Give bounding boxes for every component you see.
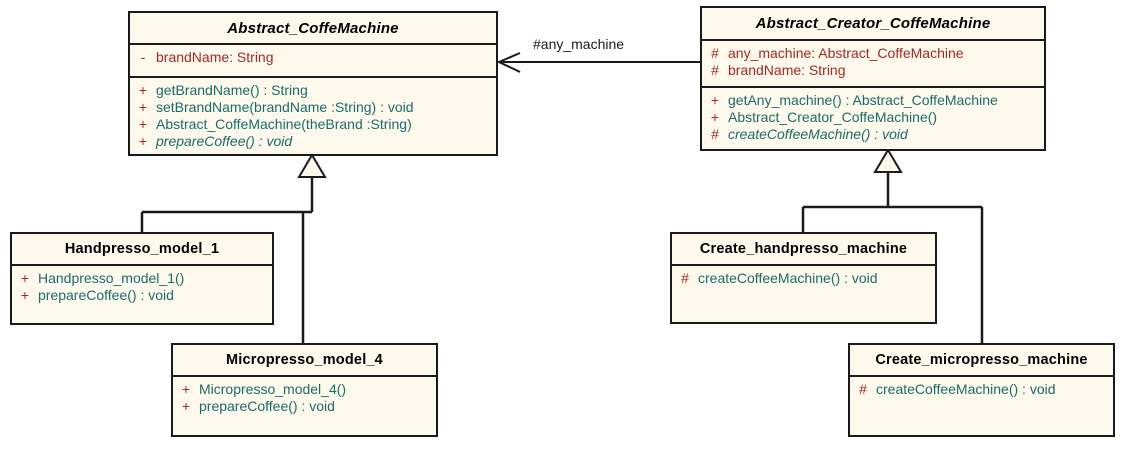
visibility-marker: + xyxy=(710,109,720,125)
methods-compartment-abstract-coffemachine: + getBrandName() : String + setBrandName… xyxy=(130,78,496,154)
method-row: + Handpresso_model_1() xyxy=(12,270,272,287)
method-row: + Micropresso_model_4() xyxy=(173,381,436,398)
attribute-text: any_machine: Abstract_CoffeMachine xyxy=(728,45,964,61)
method-row: # createCoffeeMachine() : void xyxy=(672,270,935,287)
methods-compartment-create-micropresso-machine: # createCoffeeMachine() : void xyxy=(850,377,1113,402)
class-box-micropresso-model-4[interactable]: Micropresso_model_4 + Micropresso_model_… xyxy=(171,343,438,437)
class-box-create-micropresso-machine[interactable]: Create_micropresso_machine # createCoffe… xyxy=(848,343,1115,437)
method-row: + getBrandName() : String xyxy=(130,82,496,99)
method-text: createCoffeeMachine() : void xyxy=(698,270,878,286)
method-row: + getAny_machine() : Abstract_CoffeMachi… xyxy=(702,92,1044,109)
attribute-row: - brandName: String xyxy=(130,49,496,66)
method-text: prepareCoffee() : void xyxy=(156,133,293,149)
class-box-handpresso-model-1[interactable]: Handpresso_model_1 + Handpresso_model_1(… xyxy=(10,232,274,325)
methods-compartment-handpresso-model-1: + Handpresso_model_1() + prepareCoffee()… xyxy=(12,266,272,308)
methods-compartment-abstract-creator-coffemachine: + getAny_machine() : Abstract_CoffeMachi… xyxy=(702,88,1044,147)
method-text: getAny_machine() : Abstract_CoffeMachine xyxy=(728,92,998,108)
attribute-row: # brandName: String xyxy=(702,62,1044,79)
visibility-marker: # xyxy=(681,270,689,286)
method-row: # createCoffeeMachine() : void xyxy=(702,126,1044,143)
class-box-abstract-creator-coffemachine[interactable]: Abstract_Creator_CoffeMachine # any_mach… xyxy=(700,6,1046,151)
visibility-marker: + xyxy=(181,398,191,414)
method-text: Abstract_Creator_CoffeMachine() xyxy=(728,109,938,125)
class-name-abstract-creator-coffemachine: Abstract_Creator_CoffeMachine xyxy=(702,8,1044,41)
method-text: prepareCoffee() : void xyxy=(38,287,174,303)
class-name-micropresso-model-4: Micropresso_model_4 xyxy=(173,345,436,377)
method-row: + prepareCoffee() : void xyxy=(12,287,272,304)
method-row: # createCoffeeMachine() : void xyxy=(850,381,1113,398)
class-name-create-handpresso-machine: Create_handpresso_machine xyxy=(672,234,935,266)
visibility-marker: - xyxy=(140,49,146,65)
method-text: Micropresso_model_4() xyxy=(199,381,347,397)
visibility-marker: + xyxy=(138,82,148,98)
method-text: prepareCoffee() : void xyxy=(199,398,335,414)
methods-compartment-micropresso-model-4: + Micropresso_model_4() + prepareCoffee(… xyxy=(173,377,436,419)
association-label-any-machine: #any_machine xyxy=(533,36,625,52)
method-text: Abstract_CoffeMachine(theBrand :String) xyxy=(156,116,412,132)
visibility-marker: # xyxy=(711,126,719,142)
class-box-abstract-coffemachine[interactable]: Abstract_CoffeMachine - brandName: Strin… xyxy=(128,11,498,156)
method-text: createCoffeeMachine() : void xyxy=(876,381,1056,397)
visibility-marker: + xyxy=(138,99,148,115)
method-row: + Abstract_Creator_CoffeMachine() xyxy=(702,109,1044,126)
method-text: getBrandName() : String xyxy=(156,82,308,98)
visibility-marker: + xyxy=(20,270,30,286)
class-box-create-handpresso-machine[interactable]: Create_handpresso_machine # createCoffee… xyxy=(670,232,937,324)
attribute-text: brandName: String xyxy=(728,62,846,78)
generalization-triangle-right xyxy=(873,148,903,173)
visibility-marker: # xyxy=(859,381,867,397)
method-text: createCoffeeMachine() : void xyxy=(728,126,908,142)
visibility-marker: + xyxy=(20,287,30,303)
attribute-text: brandName: String xyxy=(156,49,274,65)
method-row: + prepareCoffee() : void xyxy=(130,133,496,150)
visibility-marker: # xyxy=(711,45,719,61)
method-row: + setBrandName(brandName :String) : void xyxy=(130,99,496,116)
method-text: setBrandName(brandName :String) : void xyxy=(156,99,414,115)
attributes-compartment-abstract-creator-coffemachine: # any_machine: Abstract_CoffeMachine # b… xyxy=(702,41,1044,88)
visibility-marker: + xyxy=(138,116,148,132)
class-name-create-micropresso-machine: Create_micropresso_machine xyxy=(850,345,1113,377)
method-row: + prepareCoffee() : void xyxy=(173,398,436,415)
visibility-marker: + xyxy=(710,92,720,108)
class-name-abstract-coffemachine: Abstract_CoffeMachine xyxy=(130,13,496,45)
class-name-handpresso-model-1: Handpresso_model_1 xyxy=(12,234,272,266)
attribute-row: # any_machine: Abstract_CoffeMachine xyxy=(702,45,1044,62)
method-text: Handpresso_model_1() xyxy=(38,270,185,286)
method-row: + Abstract_CoffeMachine(theBrand :String… xyxy=(130,116,496,133)
attributes-compartment-abstract-coffemachine: - brandName: String xyxy=(130,45,496,78)
association-any-machine xyxy=(496,52,700,73)
visibility-marker: # xyxy=(711,62,719,78)
generalization-triangle-left xyxy=(297,153,327,178)
visibility-marker: + xyxy=(181,381,191,397)
visibility-marker: + xyxy=(138,133,148,149)
methods-compartment-create-handpresso-machine: # createCoffeeMachine() : void xyxy=(672,266,935,291)
